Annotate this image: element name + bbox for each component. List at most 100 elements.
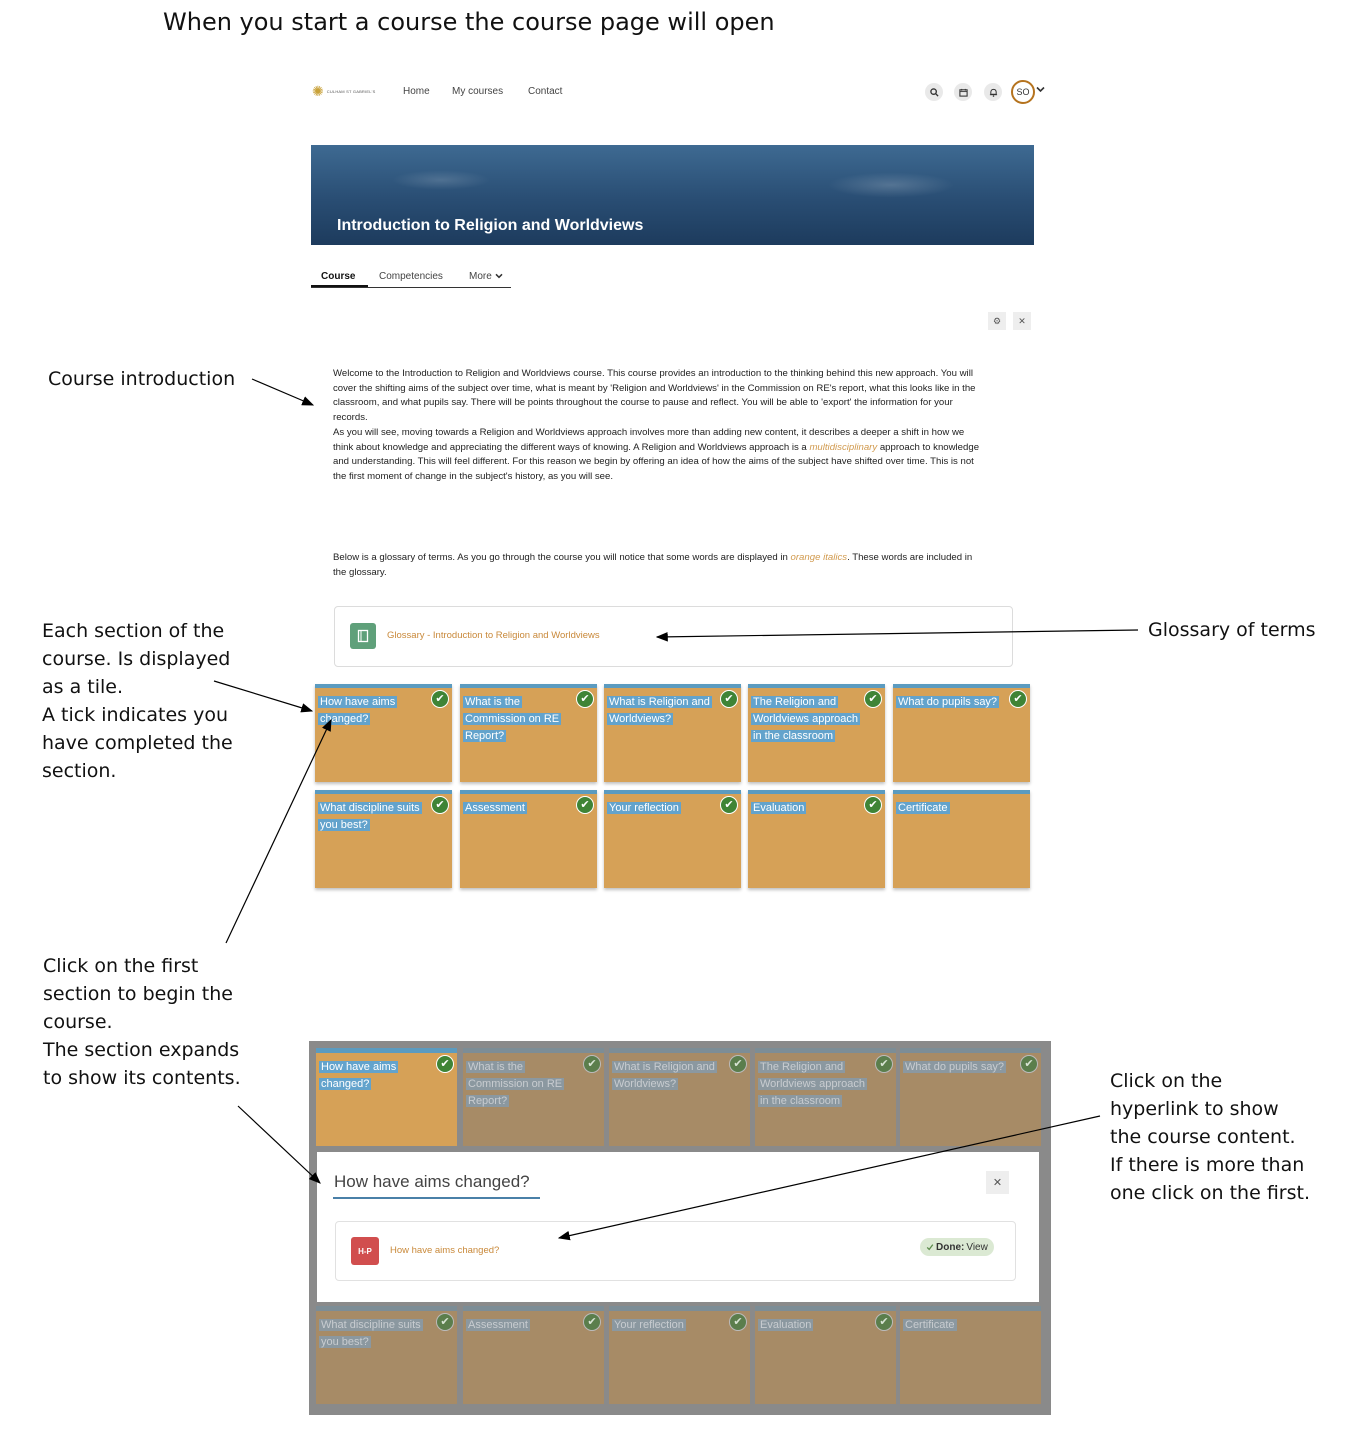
completed-tick-icon: ✔	[436, 1313, 454, 1331]
completed-tick-icon: ✔	[729, 1055, 747, 1073]
section-tile-assessment[interactable]: Assessment ✔	[460, 790, 597, 888]
activity-link[interactable]: How have aims changed?	[390, 1245, 500, 1256]
tile-label: Evaluation	[751, 802, 807, 814]
section-panel-title: How have aims changed?	[334, 1172, 530, 1191]
completed-tick-icon: ✔	[431, 796, 449, 814]
activity-row	[335, 1221, 1016, 1281]
tile-label: What do pupils say?	[896, 696, 1000, 708]
h5p-icon: H-P	[351, 1237, 379, 1265]
check-icon	[926, 1244, 934, 1251]
tile-label: What do pupils say?	[903, 1061, 1007, 1073]
tile-label: What is Religion and Worldviews?	[612, 1061, 717, 1090]
tile-label: Assessment	[466, 1319, 530, 1331]
completed-tick-icon: ✔	[436, 1055, 454, 1073]
section-tile-your-reflection[interactable]: Your reflection ✔	[604, 790, 741, 888]
completion-status-badge[interactable]: Done: View	[920, 1238, 994, 1256]
site-logo[interactable]: ✺ CULHAM ST GABRIEL'S	[312, 84, 378, 98]
completed-tick-icon: ✔	[720, 796, 738, 814]
section-tile-what-discipline-suits-you-best[interactable]: What discipline suits you best? ✔	[316, 1306, 457, 1404]
tile-label: What is Religion and Worldviews?	[607, 696, 712, 725]
completed-tick-icon: ✔	[864, 690, 882, 708]
section-tile-certificate[interactable]: Certificate	[900, 1306, 1041, 1404]
tile-label: Assessment	[463, 802, 527, 814]
section-tile-evaluation[interactable]: Evaluation ✔	[748, 790, 885, 888]
completed-tick-icon: ✔	[583, 1055, 601, 1073]
glossary-highlight: orange italics	[790, 552, 848, 563]
close-icon[interactable]: ✕	[986, 1171, 1009, 1194]
section-tile-the-religion-and-worldviews-approach-in-the-classroom[interactable]: The Religion and Worldviews approach in …	[755, 1048, 896, 1146]
gear-icon[interactable]: ⚙	[988, 312, 1006, 330]
completed-tick-icon: ✔	[576, 796, 594, 814]
completed-tick-icon: ✔	[576, 690, 594, 708]
section-tile-the-religion-and-worldviews-approach-in-the-classroom[interactable]: The Religion and Worldviews approach in …	[748, 684, 885, 782]
tab-competencies[interactable]: Competencies	[379, 271, 443, 282]
section-tile-how-have-aims-changed[interactable]: How have aims changed? ✔	[316, 1048, 457, 1146]
chevron-down-icon[interactable]	[1036, 85, 1045, 96]
tab-more[interactable]: More	[469, 271, 503, 282]
course-banner	[311, 145, 1034, 245]
section-tile-what-is-religion-and-worldviews[interactable]: What is Religion and Worldviews? ✔	[604, 684, 741, 782]
section-title-underline	[333, 1197, 540, 1199]
tile-label: What is the Commission on RE Report?	[466, 1061, 565, 1107]
glossary-intro-text: Below is a glossary of terms. As you go …	[333, 552, 973, 578]
section-tile-certificate[interactable]: Certificate	[893, 790, 1030, 888]
completed-tick-icon: ✔	[1009, 690, 1027, 708]
tile-label: What discipline suits you best?	[318, 802, 422, 831]
tab-more-label: More	[469, 271, 492, 282]
glossary-term: multidisciplinary	[809, 441, 878, 453]
close-icon[interactable]: ✕	[1013, 312, 1031, 330]
intro-paragraph-2: As you will see, moving towards a Religi…	[333, 426, 980, 482]
tile-label: What discipline suits you best?	[319, 1319, 423, 1348]
tile-label: What is the Commission on RE Report?	[463, 696, 562, 742]
tile-label: How have aims changed?	[319, 1061, 399, 1090]
completed-tick-icon: ✔	[583, 1313, 601, 1331]
completed-tick-icon: ✔	[720, 690, 738, 708]
logo-text: CULHAM ST GABRIEL'S	[326, 88, 376, 94]
completed-tick-icon: ✔	[729, 1313, 747, 1331]
search-icon[interactable]	[925, 83, 943, 101]
page-heading: When you start a course the course page …	[163, 8, 775, 36]
section-tile-what-do-pupils-say[interactable]: What do pupils say? ✔	[893, 684, 1030, 782]
intro-paragraph-1: Welcome to the Introduction to Religion …	[333, 368, 976, 424]
course-intro-text: Welcome to the Introduction to Religion …	[333, 367, 985, 485]
section-tile-how-have-aims-changed[interactable]: How have aims changed?✔	[315, 684, 452, 782]
course-tabs	[311, 266, 511, 288]
chevron-down-icon	[495, 273, 503, 279]
tile-label: Certificate	[896, 802, 950, 814]
section-tile-evaluation[interactable]: Evaluation✔	[755, 1306, 896, 1404]
callout-glossary: Glossary of terms	[1148, 619, 1316, 641]
user-avatar[interactable]: SO	[1011, 80, 1035, 104]
nav-my-courses-link[interactable]: My courses	[452, 86, 504, 97]
tile-label: Your reflection	[607, 802, 681, 814]
section-tile-what-is-religion-and-worldviews[interactable]: What is Religion and Worldviews? ✔	[609, 1048, 750, 1146]
section-tile-your-reflection[interactable]: Your reflection ✔	[609, 1306, 750, 1404]
tab-course[interactable]: Course	[321, 271, 356, 282]
tile-label: Your reflection	[612, 1319, 686, 1331]
done-label: Done:	[936, 1241, 965, 1253]
glossary-link[interactable]: Glossary - Introduction to Religion and …	[387, 630, 600, 641]
view-label: View	[966, 1241, 988, 1253]
tile-label: How have aims changed?	[318, 696, 398, 725]
tile-label: Certificate	[903, 1319, 957, 1331]
completed-tick-icon: ✔	[1020, 1055, 1038, 1073]
book-icon	[350, 623, 376, 649]
section-tile-what-is-the-commission-on-re-report[interactable]: What is the Commission on RE Report? ✔	[460, 684, 597, 782]
completed-tick-icon: ✔	[875, 1055, 893, 1073]
nav-contact-link[interactable]: Contact	[528, 86, 563, 97]
tile-label: Evaluation	[758, 1319, 814, 1331]
nav-home-link[interactable]: Home	[403, 86, 430, 97]
section-tile-what-do-pupils-say[interactable]: What do pupils say? ✔	[900, 1048, 1041, 1146]
section-tile-what-discipline-suits-you-best[interactable]: What discipline suits you best? ✔	[315, 790, 452, 888]
calendar-icon[interactable]	[954, 83, 972, 101]
section-tile-what-is-the-commission-on-re-report[interactable]: What is the Commission on RE Report? ✔	[463, 1048, 604, 1146]
course-title: Introduction to Religion and Worldviews	[337, 217, 644, 234]
logo-star-icon: ✺	[312, 83, 324, 99]
callout-course-introduction: Course introduction	[48, 368, 236, 390]
section-tile-assessment[interactable]: Assessment ✔	[463, 1306, 604, 1404]
completed-tick-icon: ✔	[864, 796, 882, 814]
bell-icon[interactable]	[984, 83, 1002, 101]
